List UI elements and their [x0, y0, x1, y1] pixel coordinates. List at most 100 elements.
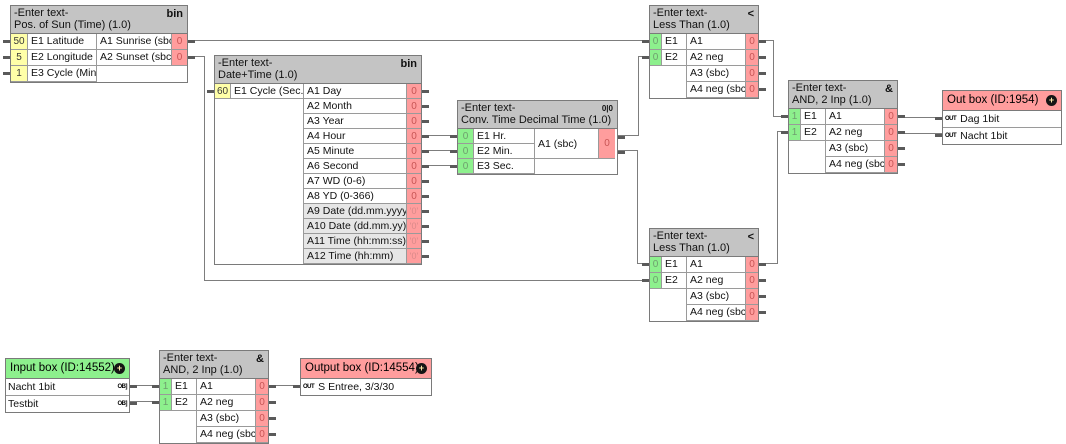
connector-pin-icon[interactable]	[188, 56, 195, 59]
connector-pin-icon[interactable]	[422, 104, 429, 108]
connector-pin-icon[interactable]	[269, 433, 276, 436]
connector-pin-icon[interactable]	[642, 263, 649, 266]
wire[interactable]	[422, 135, 458, 136]
connector-pin-icon[interactable]	[207, 89, 214, 93]
wire[interactable]	[204, 56, 205, 281]
connector-pin-icon[interactable]	[422, 224, 429, 228]
wire[interactable]	[773, 40, 774, 117]
block-conv-time-decimal[interactable]: -Enter text-Conv. Time Decimal Time (1.0…	[450, 100, 625, 175]
connector-pin-icon[interactable]	[898, 115, 905, 118]
connector-pin-icon[interactable]	[642, 56, 649, 59]
input-value-box[interactable]: 0	[458, 129, 474, 144]
connector-pin-icon[interactable]	[898, 147, 905, 150]
connector-pin-icon[interactable]	[422, 179, 429, 183]
input-value-box[interactable]: 1	[160, 395, 172, 411]
input-value-box[interactable]: 60	[215, 84, 231, 99]
connector-pin-icon[interactable]	[269, 401, 276, 404]
wire[interactable]	[637, 150, 638, 264]
connector-pin-icon[interactable]	[759, 295, 766, 298]
connector-pin-icon[interactable]	[422, 194, 429, 198]
input-value-box[interactable]: 0	[650, 34, 662, 50]
connector-pin-icon[interactable]	[935, 134, 942, 137]
connector-pin-icon[interactable]	[422, 239, 429, 243]
input-value-box[interactable]: 1	[11, 66, 28, 82]
connector-pin-icon[interactable]	[759, 311, 766, 314]
connector-pin-icon[interactable]	[898, 163, 905, 166]
input-value-box[interactable]: 50	[11, 34, 28, 50]
connector-pin-icon[interactable]	[293, 385, 300, 388]
connector-pin-icon[interactable]	[422, 209, 429, 213]
connector-pin-icon[interactable]	[618, 136, 625, 139]
connector-pin-icon[interactable]	[781, 131, 788, 134]
wire[interactable]	[898, 133, 943, 134]
plus-icon[interactable]: +	[114, 363, 125, 374]
connector-pin-icon[interactable]	[3, 72, 10, 75]
connector-pin-icon[interactable]	[269, 417, 276, 420]
input-value-box[interactable]: 1	[789, 125, 801, 141]
connector-pin-icon[interactable]	[450, 134, 457, 138]
connector-pin-icon[interactable]	[152, 401, 159, 404]
connector-pin-icon[interactable]	[3, 40, 10, 43]
connector-pin-icon[interactable]	[759, 40, 766, 43]
wire[interactable]	[898, 117, 943, 118]
connector-pin-icon[interactable]	[618, 151, 625, 154]
wire[interactable]	[422, 150, 458, 151]
connector-pin-icon[interactable]	[759, 72, 766, 75]
connector-pin-icon[interactable]	[759, 263, 766, 266]
connector-pin-icon[interactable]	[935, 117, 942, 120]
connector-pin-icon[interactable]	[759, 88, 766, 91]
input-value-box[interactable]: 0	[458, 144, 474, 159]
connector-pin-icon[interactable]	[422, 119, 429, 123]
input-value-box[interactable]: 0	[650, 257, 662, 273]
connector-pin-icon[interactable]	[422, 164, 429, 168]
connector-pin-icon[interactable]	[188, 40, 195, 43]
connector-pin-icon[interactable]	[781, 115, 788, 118]
connector-pin-icon[interactable]	[130, 385, 137, 388]
wire[interactable]	[618, 150, 638, 151]
plus-icon[interactable]: +	[1046, 95, 1057, 106]
wire[interactable]	[269, 385, 301, 386]
wire[interactable]	[204, 280, 650, 281]
wire[interactable]	[759, 40, 774, 41]
connector-pin-icon[interactable]	[422, 134, 429, 138]
plus-icon[interactable]: +	[416, 363, 427, 374]
input-value-box[interactable]: 5	[11, 50, 28, 66]
wire[interactable]	[188, 56, 205, 57]
connector-pin-icon[interactable]	[642, 279, 649, 282]
input-value-box[interactable]: 0	[650, 273, 662, 289]
connector-pin-icon[interactable]	[422, 254, 429, 258]
connector-pin-icon[interactable]	[759, 56, 766, 59]
connector-pin-icon[interactable]	[642, 40, 649, 43]
wire[interactable]	[759, 263, 778, 264]
connector-pin-icon[interactable]	[450, 164, 457, 168]
input-value-box[interactable]: 1	[160, 379, 172, 395]
connector-pin-icon[interactable]	[3, 56, 10, 59]
input-value-box[interactable]: 1	[789, 109, 801, 125]
connector-pin-icon[interactable]	[269, 385, 276, 388]
input-value-box[interactable]: 0	[458, 159, 474, 174]
wire[interactable]	[130, 401, 160, 402]
connector-pin-icon[interactable]	[422, 89, 429, 93]
wire[interactable]	[194, 40, 650, 41]
connector-pin-icon[interactable]	[759, 279, 766, 282]
connector-pin-icon[interactable]	[898, 131, 905, 134]
wire[interactable]	[618, 135, 639, 136]
connector-pin-icon[interactable]	[152, 385, 159, 388]
wire[interactable]	[422, 165, 458, 166]
connector-pin-icon[interactable]	[422, 149, 429, 153]
connector-pin-icon[interactable]	[450, 149, 457, 153]
